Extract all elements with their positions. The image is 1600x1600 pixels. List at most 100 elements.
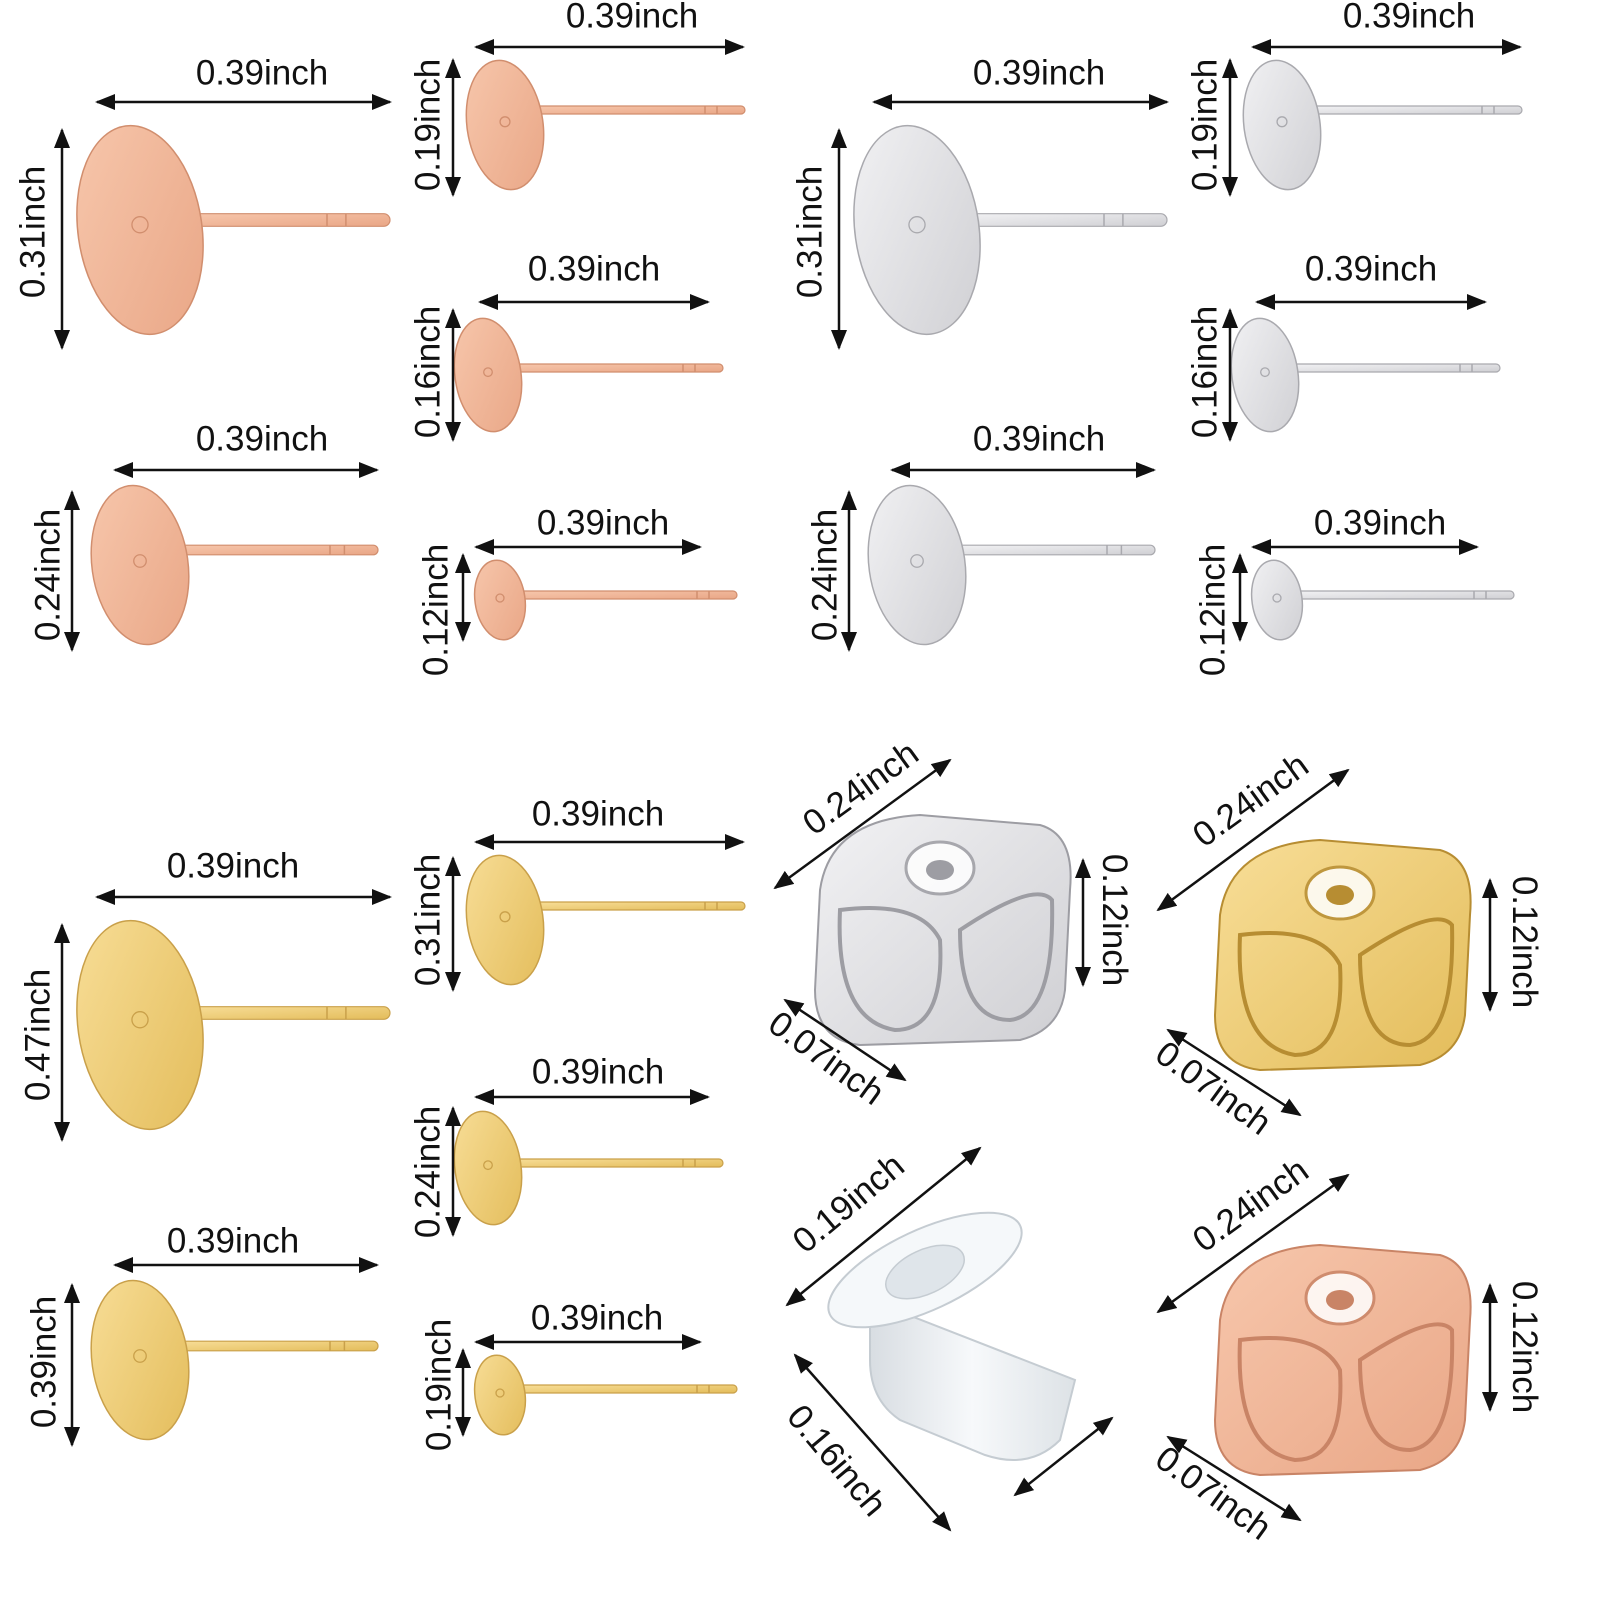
rose-gold-stud: 0.39inch 0.31inch [13,53,392,350]
pad-center [133,1349,147,1363]
dimension-label: 0.24inch [28,509,67,641]
silver-stud: 0.39inch 0.19inch [1185,0,1523,197]
stud-pin [516,1384,738,1394]
back-loop [957,892,1055,1023]
dimension-label: 0.39inch [537,503,669,542]
back-loop [1357,917,1455,1048]
dimension-label: 0.12inch [1505,1281,1544,1413]
stud-pad [453,1110,523,1226]
pad-center [495,593,505,603]
stud-pad [1242,59,1322,191]
dimension-label: 0.39inch [531,1298,663,1337]
stud-pin [1307,105,1523,115]
dimension-label: 0.39inch [196,53,328,92]
back-hole-center [926,860,954,880]
stud-pin [530,105,746,115]
dimension-label: 0.12inch [1505,876,1544,1008]
dimension-label: 0.24inch [1186,1151,1316,1260]
stud-pad [90,484,190,646]
dimension-label: 0.16inch [408,306,447,438]
dimension-label: 0.39inch [1314,503,1446,542]
pad-center [483,367,493,378]
stud-pin [182,213,391,227]
dimension-label: 0.12inch [1193,544,1232,676]
pad-center [499,911,511,923]
pad-center [131,1011,149,1029]
back-loop [1357,1322,1455,1453]
back-loop [837,906,943,1033]
dimension-label: 0.24inch [408,1106,447,1238]
pad-center [1276,116,1288,128]
silver-stud: 0.39inch 0.12inch [1193,503,1515,676]
dimension-label: 0.39inch [1343,0,1475,35]
stud-pad [90,1279,190,1441]
dimension-arrow [793,1353,952,1532]
dimension-label: 0.39inch [532,794,664,833]
stud-pad [1230,317,1300,433]
dimension-label: 0.39inch [566,0,698,35]
stud-pin [516,590,738,600]
stud-pin [182,1006,391,1020]
dimension-label: 0.19inch [1185,59,1224,191]
dimension-arrow [1166,1435,1302,1522]
pad-center [1272,593,1282,603]
stud-pad [465,59,545,191]
pad-center [499,116,511,128]
gold-stud: 0.39inch 0.19inch [419,1298,738,1451]
silver-stud: 0.39inch 0.31inch [790,53,1169,350]
dimension-label: 0.39inch [167,1221,299,1260]
back-loop [1237,1336,1343,1463]
stud-pad [853,124,981,336]
stud-pad [1250,559,1304,641]
rose-gold-stud: 0.39inch 0.19inch [408,0,746,197]
rose_gold-butterfly-back [1213,1243,1472,1477]
stud-pad [473,559,527,641]
silver-butterfly-back [813,813,1072,1047]
pad-center [133,554,147,568]
back-hole-center [1326,885,1354,905]
dimension-label: 0.39inch [973,53,1105,92]
dimension-label: 0.19inch [419,1319,458,1451]
dimension-arrow [1166,1028,1302,1117]
dimension-label: 0.39inch [532,1052,664,1091]
dimension-label: 0.31inch [790,166,829,298]
dimension-arrow [785,1146,982,1307]
stud-pad [453,317,523,433]
rose-gold-stud: 0.39inch 0.24inch [28,419,379,652]
dimension-label: 0.16inch [779,1397,894,1523]
stud-pin [1287,363,1501,373]
stud-pin [510,1158,724,1168]
stud-pad [465,854,545,986]
dimension-label: 0.39inch [973,419,1105,458]
dimension-label: 0.39inch [196,419,328,458]
gold-stud: 0.39inch 0.31inch [408,794,746,992]
pad-center [908,216,926,234]
dimension-arrow [783,998,907,1082]
dimension-arrow [773,758,952,890]
stud-pin [510,363,724,373]
silicone-body [869,1298,1077,1461]
stud-pad [76,124,204,336]
dimension-label: 0.31inch [13,166,52,298]
dimension-label: 0.31inch [408,854,447,986]
back-hole-center [1326,1290,1354,1310]
pad-center [483,1160,493,1171]
back-loop [1237,931,1343,1058]
dimension-arrow [1156,768,1350,912]
dimension-arrow [1013,1416,1114,1497]
gold-butterfly-back [1213,838,1472,1072]
stud-pad [867,484,967,646]
stud-pad [76,919,204,1131]
stud-pin [173,1340,379,1352]
dimension-arrow [1156,1173,1350,1314]
dimension-label: 0.19inch [408,59,447,191]
dimension-label: 0.39inch [1305,249,1437,288]
stud-pad [473,1354,527,1436]
dimension-label: 0.39inch [167,846,299,885]
